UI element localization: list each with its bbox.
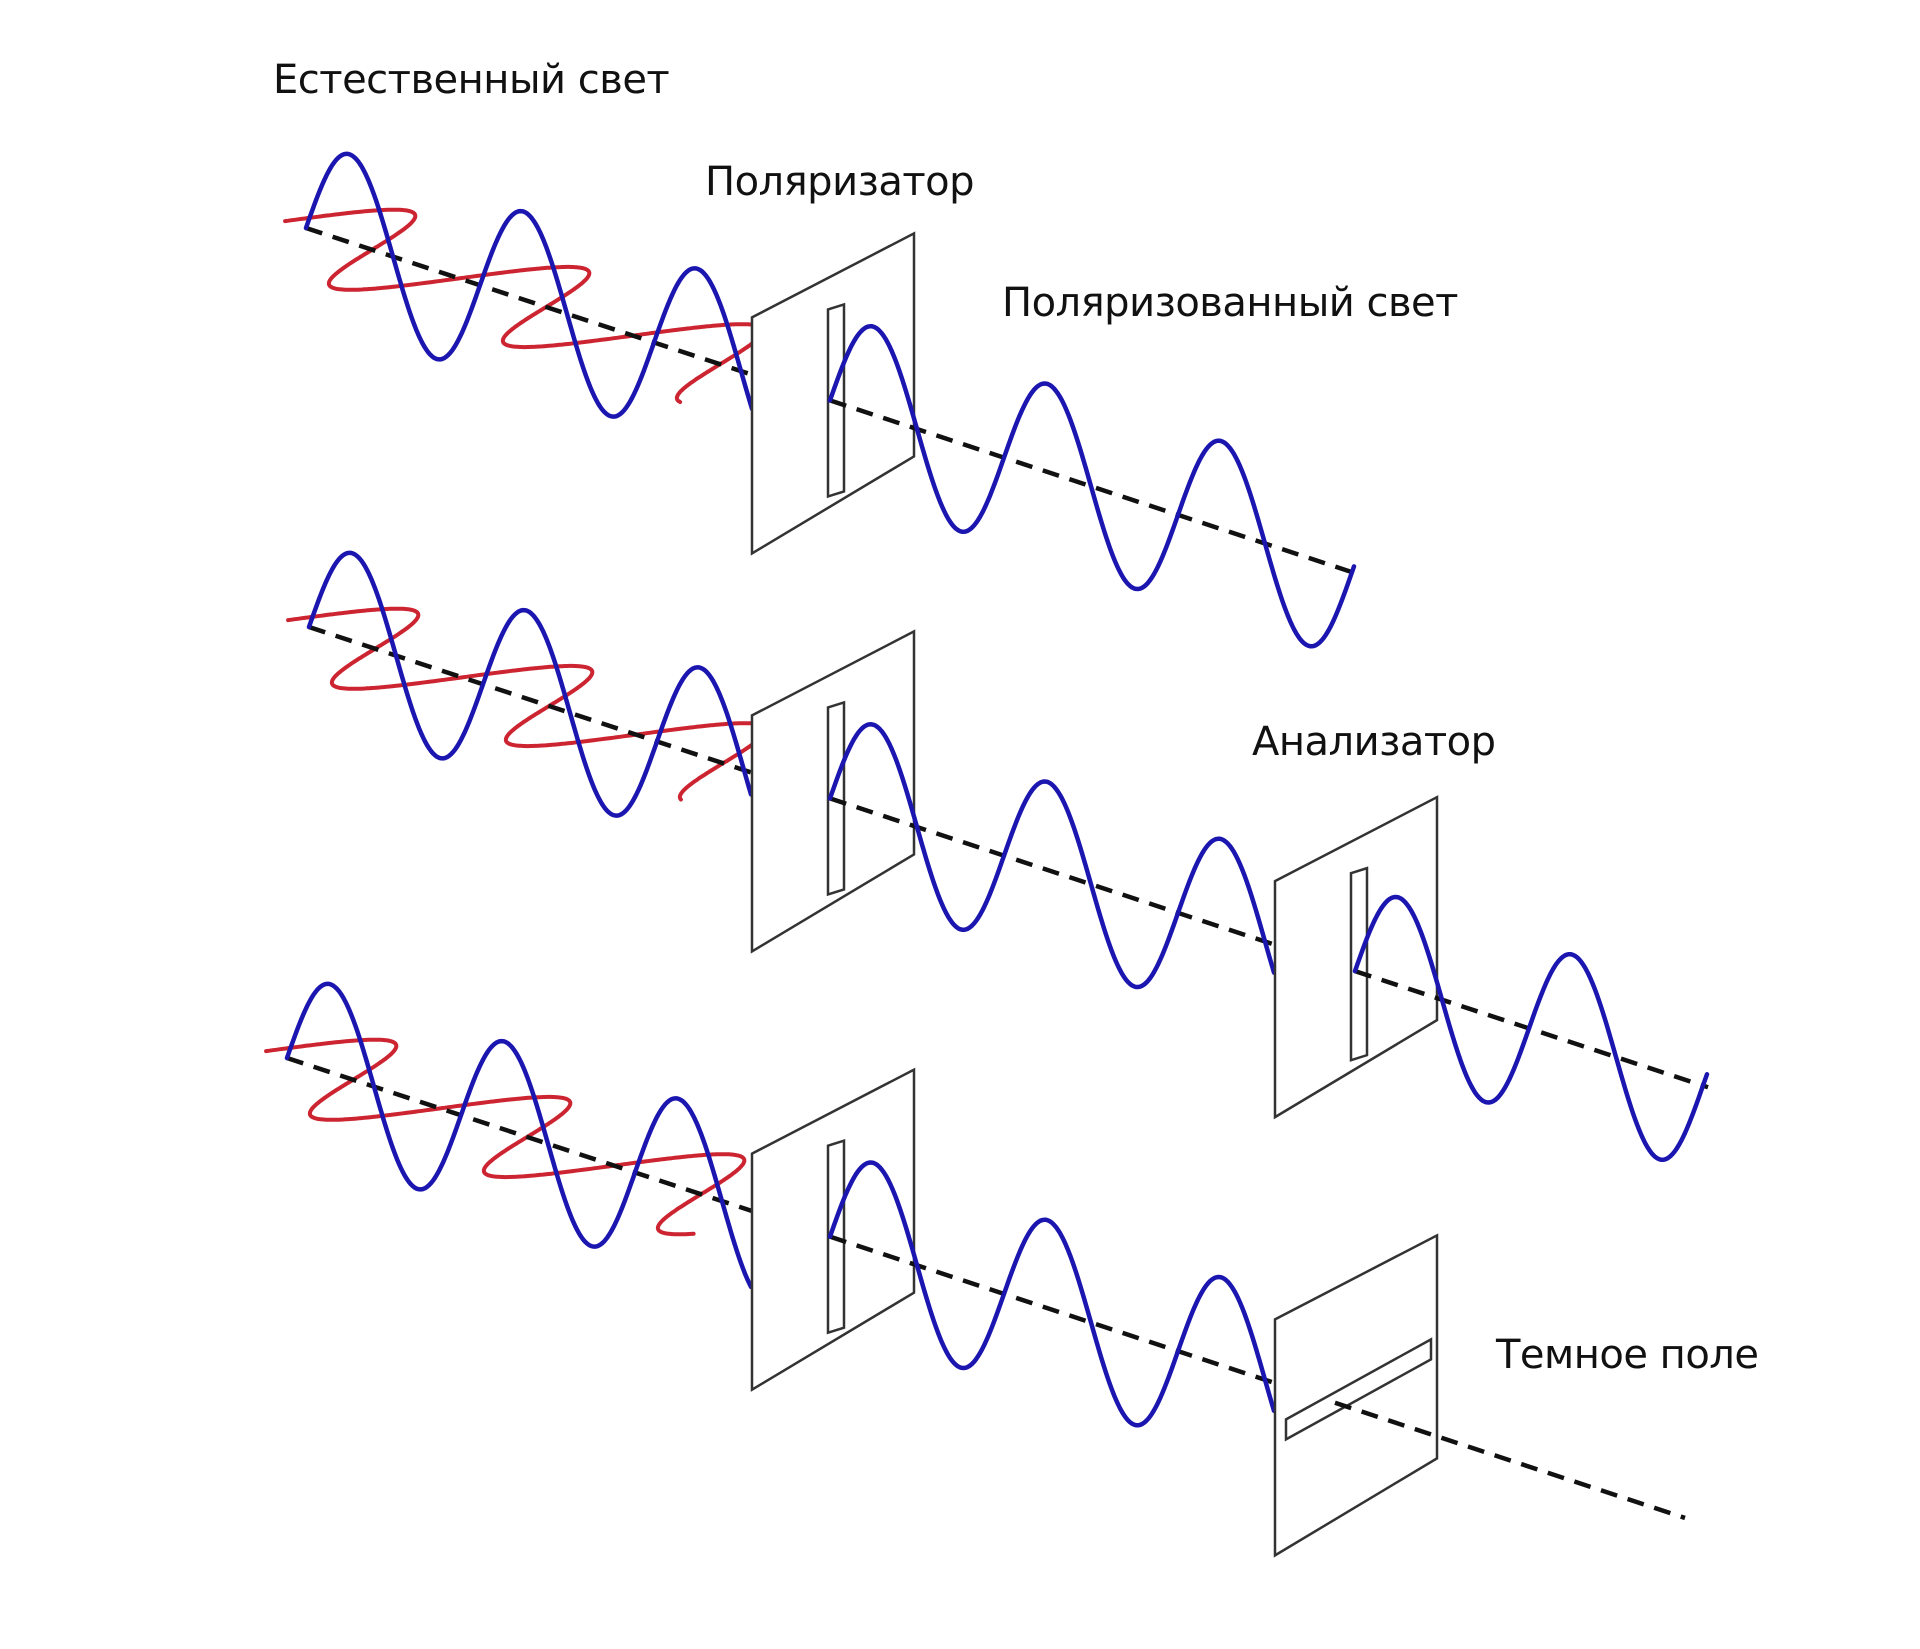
row-polarizer-only xyxy=(283,151,1357,649)
vertical-slit xyxy=(826,700,846,897)
analyzer-label: Анализатор xyxy=(1252,719,1496,765)
polarizer-label: Поляризатор xyxy=(705,159,975,205)
row-crossed-analyzer xyxy=(264,981,1686,1558)
natural-light-label: Естественный свет xyxy=(273,57,670,103)
vertical-wave xyxy=(284,981,754,1290)
vertical-wave xyxy=(303,151,755,419)
polarized-light-label: Поляризованный свет xyxy=(1002,280,1458,326)
horizontal-wave xyxy=(283,207,752,404)
horizontal-wave xyxy=(286,606,752,802)
dark-field-label: Темное поле xyxy=(1496,1332,1759,1378)
propagation-axis xyxy=(1334,1400,1686,1521)
propagation-axis xyxy=(286,1055,753,1214)
vertical-wave xyxy=(1352,894,1710,1163)
vertical-slit xyxy=(1349,866,1369,1062)
propagation-axis xyxy=(829,1234,1276,1386)
propagation-axis xyxy=(1354,968,1709,1090)
vertical-wave xyxy=(827,1160,1277,1428)
horizontal-wave xyxy=(264,1037,747,1237)
vertical-wave xyxy=(827,324,1357,649)
filter-plate xyxy=(1273,795,1439,1120)
vertical-wave xyxy=(306,550,754,818)
horizontal-slit xyxy=(1284,1337,1433,1442)
row-parallel-analyzer xyxy=(286,550,1710,1163)
propagation-axis xyxy=(305,225,753,377)
vertical-slit xyxy=(826,1138,846,1335)
propagation-axis xyxy=(829,796,1276,947)
propagation-axis xyxy=(308,624,753,775)
vertical-wave xyxy=(827,722,1277,990)
vertical-slit xyxy=(826,302,846,499)
